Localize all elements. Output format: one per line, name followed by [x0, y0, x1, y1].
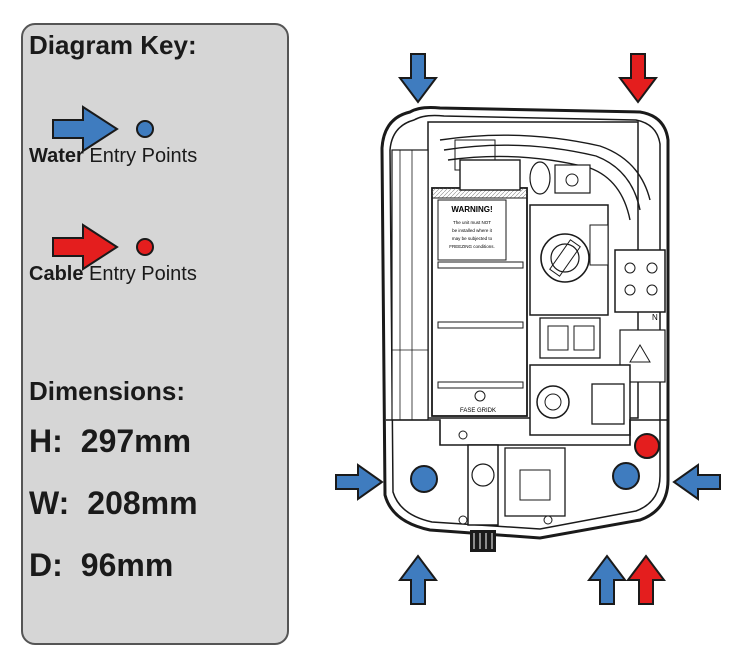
water-label-rest: Entry Points	[89, 145, 198, 167]
water-entry-point-left	[410, 465, 438, 493]
cable-label-rest: Entry Points	[89, 263, 197, 285]
water-entry-label: Water Entry Points	[29, 145, 197, 168]
unit-inner-rim	[389, 114, 661, 530]
warning-line1: The unit must NOT	[453, 220, 491, 225]
width-value: 208mm	[87, 485, 198, 521]
cable-point-icon	[136, 238, 154, 256]
depth-value: 96mm	[80, 547, 174, 583]
cable-label-bold: Cable	[29, 263, 84, 285]
cable-entry-arrow-bottom	[626, 554, 666, 605]
cable-entry-arrow-top	[618, 53, 658, 104]
outlet-spout	[467, 444, 499, 526]
dimension-width: W: 208mm	[29, 485, 198, 522]
depth-label: D:	[29, 547, 63, 583]
lower-cover	[386, 419, 668, 446]
dimension-depth: D: 96mm	[29, 547, 173, 584]
dimensions-title: Dimensions:	[29, 376, 186, 406]
warning-title: WARNING!	[451, 205, 492, 214]
water-entry-arrow-bottom-right	[587, 554, 627, 605]
water-entry-arrow-top	[398, 53, 438, 104]
water-entry-arrow-left	[335, 463, 384, 501]
neutral-label: N	[652, 313, 658, 322]
key-title: Diagram Key:	[29, 30, 197, 60]
warning-line2: be installed where it	[452, 228, 493, 233]
cable-entry-point	[634, 433, 660, 459]
warning-line4: FREEZING conditions.	[449, 244, 495, 249]
water-entry-arrow-bottom-left	[398, 554, 438, 605]
water-entry-arrow-right	[672, 463, 721, 501]
water-point-icon	[136, 120, 154, 138]
water-label-bold: Water	[29, 145, 84, 167]
warning-line3: may be subjected to	[452, 236, 493, 241]
height-label: H:	[29, 423, 63, 459]
water-arrow-icon	[52, 105, 119, 153]
dimension-height: H: 297mm	[29, 423, 191, 460]
terminal-block	[614, 249, 666, 313]
grid-label: FASE GRIDK	[460, 408, 496, 414]
cable-arrow-icon	[52, 223, 119, 271]
width-label: W:	[29, 485, 70, 521]
top-pipework	[439, 134, 651, 201]
height-value: 297mm	[80, 423, 192, 459]
water-entry-point-right	[612, 462, 640, 490]
cable-entry-label: Cable Entry Points	[29, 263, 197, 286]
left-rail	[391, 149, 429, 421]
